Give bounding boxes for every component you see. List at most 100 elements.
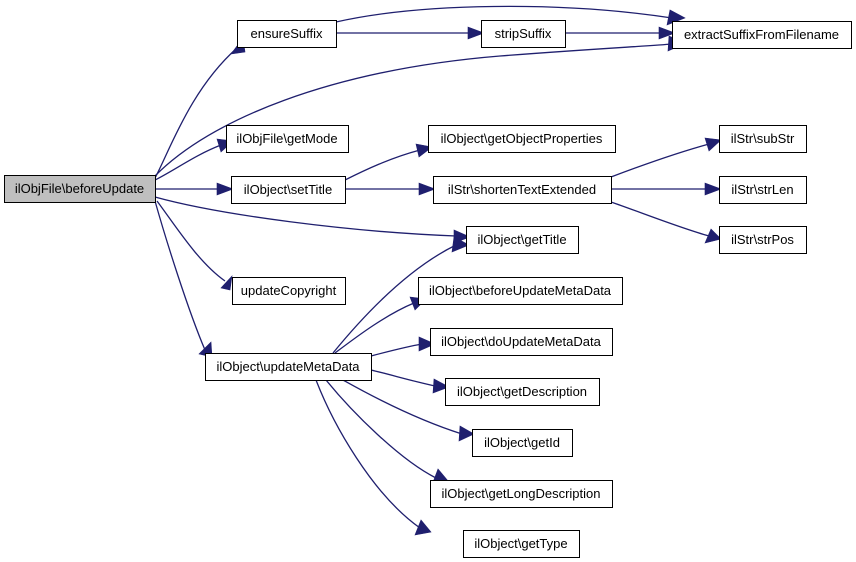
node-getObjectProperties[interactable]: ilObject\getObjectProperties — [428, 125, 616, 153]
arrowhead-icon — [704, 228, 722, 244]
node-label: stripSuffix — [495, 26, 552, 41]
edge-setTitle-to-shortenTextExtended — [345, 182, 436, 196]
edge-shortenTextExtended-to-strPos — [610, 201, 722, 244]
edge-updateMetaData-to-getLongDescription — [325, 379, 449, 486]
edge-line — [342, 379, 463, 435]
node-box[interactable] — [472, 429, 573, 457]
node-label: ilObject\doUpdateMetaData — [441, 334, 601, 349]
node-label: ilObject\updateMetaData — [216, 359, 360, 374]
edge-shortenTextExtended-to-strLen — [611, 182, 722, 196]
edge-beforeUpdate-to-getMode — [154, 138, 234, 181]
node-box[interactable] — [719, 125, 807, 153]
node-box[interactable] — [466, 226, 579, 254]
edge-layer — [154, 5, 722, 536]
edge-updateMetaData-to-getId — [342, 379, 475, 442]
node-label: ilObject\setTitle — [244, 182, 332, 197]
arrowhead-icon — [451, 236, 470, 253]
edge-beforeUpdate-to-setTitle — [155, 182, 234, 196]
node-label: ilStr\strLen — [731, 182, 793, 197]
edge-line — [370, 343, 423, 357]
node-updateCopyright[interactable]: updateCopyright — [232, 277, 346, 305]
node-box[interactable] — [672, 21, 852, 49]
node-getDescription[interactable]: ilObject\getDescription — [445, 378, 600, 406]
node-box[interactable] — [418, 277, 623, 305]
edge-line — [154, 196, 457, 237]
arrowhead-icon — [658, 26, 676, 40]
arrowhead-icon — [414, 519, 432, 536]
arrowhead-icon — [432, 378, 450, 394]
node-label: ilObject\getDescription — [457, 384, 587, 399]
node-box[interactable] — [481, 20, 566, 48]
arrowhead-icon — [704, 182, 722, 196]
node-box[interactable] — [231, 176, 346, 204]
node-box[interactable] — [237, 20, 337, 48]
node-stripSuffix[interactable]: stripSuffix — [481, 20, 566, 48]
node-extractSuffixFromFilename[interactable]: extractSuffixFromFilename — [672, 21, 852, 49]
edge-beforeUpdate-to-ensureSuffix — [154, 37, 246, 179]
arrowhead-icon — [467, 26, 485, 40]
edge-line — [334, 302, 415, 354]
node-box[interactable] — [463, 530, 580, 558]
edge-line — [332, 244, 457, 354]
arrowhead-icon — [704, 137, 722, 152]
arrowhead-icon — [418, 182, 436, 196]
node-shortenTextExtended[interactable]: ilStr\shortenTextExtended — [433, 176, 612, 204]
node-subStr[interactable]: ilStr\subStr — [719, 125, 807, 153]
node-beforeUpdateMetaData[interactable]: ilObject\beforeUpdateMetaData — [418, 277, 623, 305]
node-label: ilStr\shortenTextExtended — [448, 182, 596, 197]
node-strLen[interactable]: ilStr\strLen — [719, 176, 807, 204]
edge-ensureSuffix-to-stripSuffix — [336, 26, 485, 40]
node-box[interactable] — [433, 176, 612, 204]
node-ensureSuffix[interactable]: ensureSuffix — [237, 20, 337, 48]
node-setTitle[interactable]: ilObject\setTitle — [231, 176, 346, 204]
node-getType[interactable]: ilObject\getType — [463, 530, 580, 558]
node-strPos[interactable]: ilStr\strPos — [719, 226, 807, 254]
node-box[interactable] — [445, 378, 600, 406]
edge-line — [325, 379, 437, 479]
node-box[interactable] — [232, 277, 346, 305]
node-label: ilObject\getTitle — [477, 232, 566, 247]
node-box[interactable] — [430, 328, 613, 356]
edge-setTitle-to-getObjectProperties — [344, 143, 433, 181]
node-label: ilStr\subStr — [731, 131, 795, 146]
edge-line — [370, 369, 436, 387]
edge-beforeUpdate-to-updateMetaData — [154, 200, 213, 358]
node-updateMetaData[interactable]: ilObject\updateMetaData — [205, 353, 372, 381]
node-box[interactable] — [719, 176, 807, 204]
edge-beforeUpdate-to-updateCopyright — [156, 200, 233, 291]
node-getMode[interactable]: ilObjFile\getMode — [226, 125, 349, 153]
node-label: ilObject\getObjectProperties — [441, 131, 603, 146]
node-getTitle[interactable]: ilObject\getTitle — [466, 226, 579, 254]
node-doUpdateMetaData[interactable]: ilObject\doUpdateMetaData — [430, 328, 613, 356]
edge-updateMetaData-to-doUpdateMetaData — [370, 336, 436, 357]
node-box[interactable] — [719, 226, 807, 254]
node-label: ilObjFile\getMode — [236, 131, 337, 146]
edge-line — [344, 149, 421, 181]
node-box[interactable] — [205, 353, 372, 381]
node-getId[interactable]: ilObject\getId — [472, 429, 573, 457]
node-layer: ilObjFile\beforeUpdate ensureSuffix stripS… — [4, 20, 852, 558]
edge-line — [610, 201, 710, 237]
edge-line — [156, 200, 226, 282]
node-box[interactable] — [430, 480, 613, 508]
node-beforeUpdate[interactable]: ilObjFile\beforeUpdate — [4, 175, 156, 203]
node-label: ilObjFile\beforeUpdate — [15, 181, 144, 196]
node-label: extractSuffixFromFilename — [684, 27, 839, 42]
edge-updateMetaData-to-getType — [315, 379, 432, 536]
arrowhead-icon — [216, 182, 234, 196]
edge-line — [154, 47, 238, 179]
node-label: updateCopyright — [241, 283, 337, 298]
node-label: ilObject\getType — [474, 536, 567, 551]
node-box[interactable] — [428, 125, 616, 153]
node-box[interactable] — [4, 175, 156, 203]
arrowhead-icon — [418, 336, 436, 352]
node-label: ilObject\beforeUpdateMetaData — [429, 283, 612, 298]
arrowhead-icon — [458, 425, 475, 442]
edge-updateMetaData-to-beforeUpdateMetaData — [334, 296, 427, 354]
node-getLongDescription[interactable]: ilObject\getLongDescription — [430, 480, 613, 508]
edge-line — [154, 200, 206, 351]
node-box[interactable] — [226, 125, 349, 153]
node-label: ilObject\getLongDescription — [442, 486, 601, 501]
